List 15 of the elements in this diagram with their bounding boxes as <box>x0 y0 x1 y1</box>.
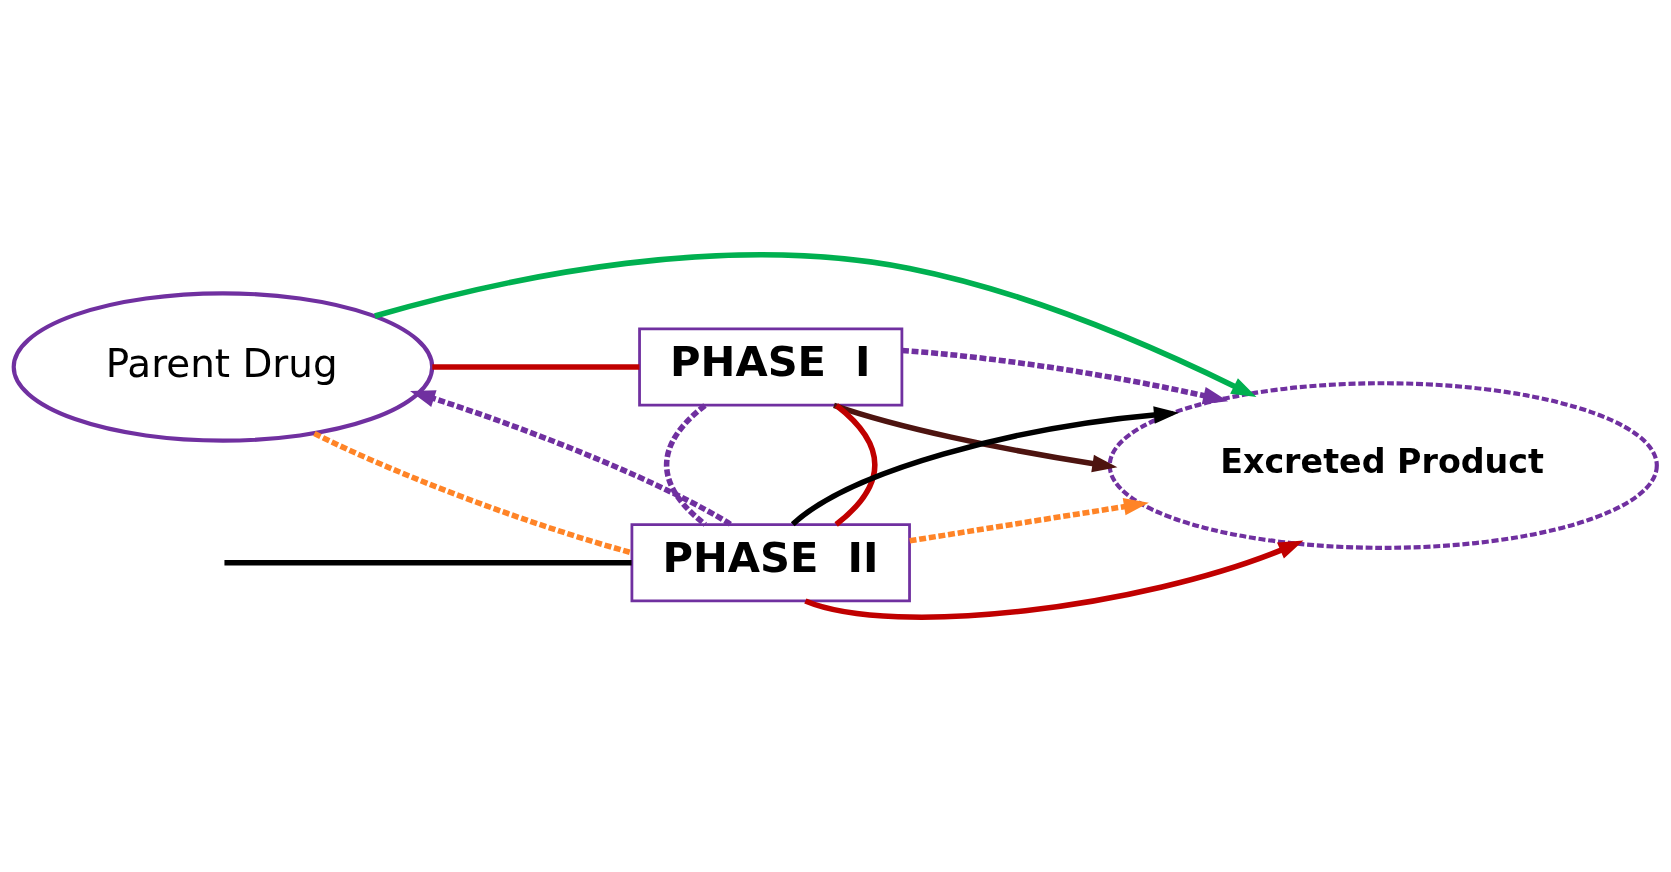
arrow <box>909 497 1149 544</box>
connector <box>834 403 878 527</box>
arrow <box>791 406 1179 527</box>
arrow <box>374 252 1257 398</box>
node-ellipse: Excreted Product <box>1107 381 1659 550</box>
arrow <box>833 402 1118 473</box>
arrow <box>410 390 732 527</box>
connector <box>224 559 632 566</box>
arrow <box>901 347 1229 405</box>
node-box: PHASE I <box>638 327 904 407</box>
connector <box>432 364 640 370</box>
node-box: PHASE II <box>630 523 911 603</box>
connector <box>664 403 708 527</box>
connector <box>313 431 633 556</box>
arrow <box>804 540 1304 620</box>
